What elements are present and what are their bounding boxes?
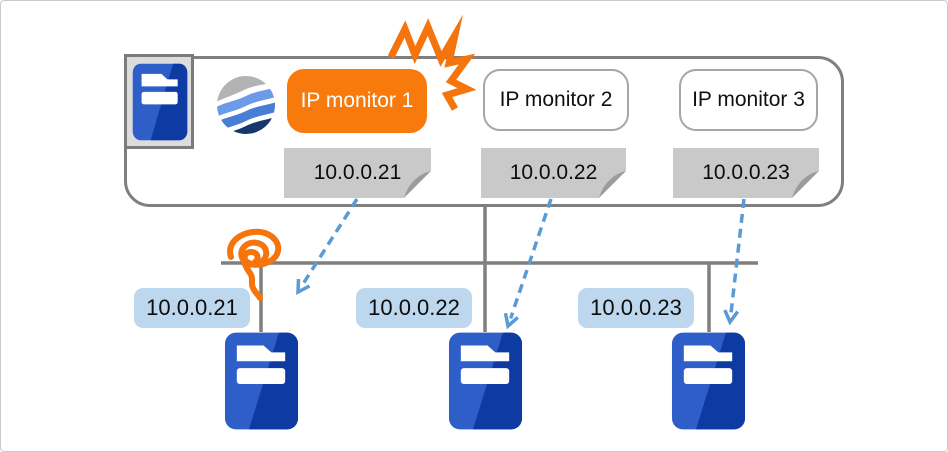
ip-monitor-1-label: IP monitor 1 <box>300 89 414 112</box>
server-1 <box>224 331 299 431</box>
server-2-ip-text: 10.0.0.22 <box>368 295 460 320</box>
ip-monitor-2-box: IP monitor 2 <box>483 69 629 131</box>
monitor-3-dashed-arrow <box>729 198 746 315</box>
wave-globe-logo-icon <box>217 76 275 134</box>
server-2 <box>448 331 523 431</box>
ip-note-1: 10.0.0.21 <box>284 148 431 198</box>
note-fold-icon <box>792 171 819 198</box>
server-1-ip-label: 10.0.0.21 <box>134 288 250 328</box>
ip-monitor-3-label: IP monitor 3 <box>692 88 805 111</box>
server-icon <box>224 332 299 430</box>
monitor-1-arrowhead-icon <box>296 278 311 295</box>
note-fold-icon <box>599 171 626 198</box>
monitor-1-dashed-arrow <box>300 198 359 287</box>
server-icon <box>671 332 746 430</box>
ip-note-3-text: 10.0.0.23 <box>702 161 790 184</box>
note-fold-icon <box>404 171 431 198</box>
server-1-ip-text: 10.0.0.21 <box>146 295 238 320</box>
monitor-2-arrowhead-icon <box>503 312 519 330</box>
ip-note-1-text: 10.0.0.21 <box>313 161 402 184</box>
ip-note-3: 10.0.0.23 <box>673 148 819 198</box>
ip-note-2-text: 10.0.0.22 <box>509 161 598 184</box>
monitor-2-dashed-arrow <box>508 198 553 319</box>
ip-monitor-1-box: IP monitor 1 <box>287 69 427 133</box>
ip-monitor-3-box: IP monitor 3 <box>679 69 818 131</box>
monitor-3-arrowhead-icon <box>723 309 740 326</box>
cluster-server-frame <box>124 54 194 149</box>
ip-note-2: 10.0.0.22 <box>481 148 626 198</box>
server-icon <box>448 332 523 430</box>
ip-monitor-2-label: IP monitor 2 <box>499 88 613 111</box>
server-3-ip-label: 10.0.0.23 <box>578 288 694 328</box>
server-icon <box>132 63 188 141</box>
server-2-ip-label: 10.0.0.22 <box>356 288 472 328</box>
server-3 <box>671 331 746 431</box>
server-3-ip-text: 10.0.0.23 <box>590 295 682 320</box>
